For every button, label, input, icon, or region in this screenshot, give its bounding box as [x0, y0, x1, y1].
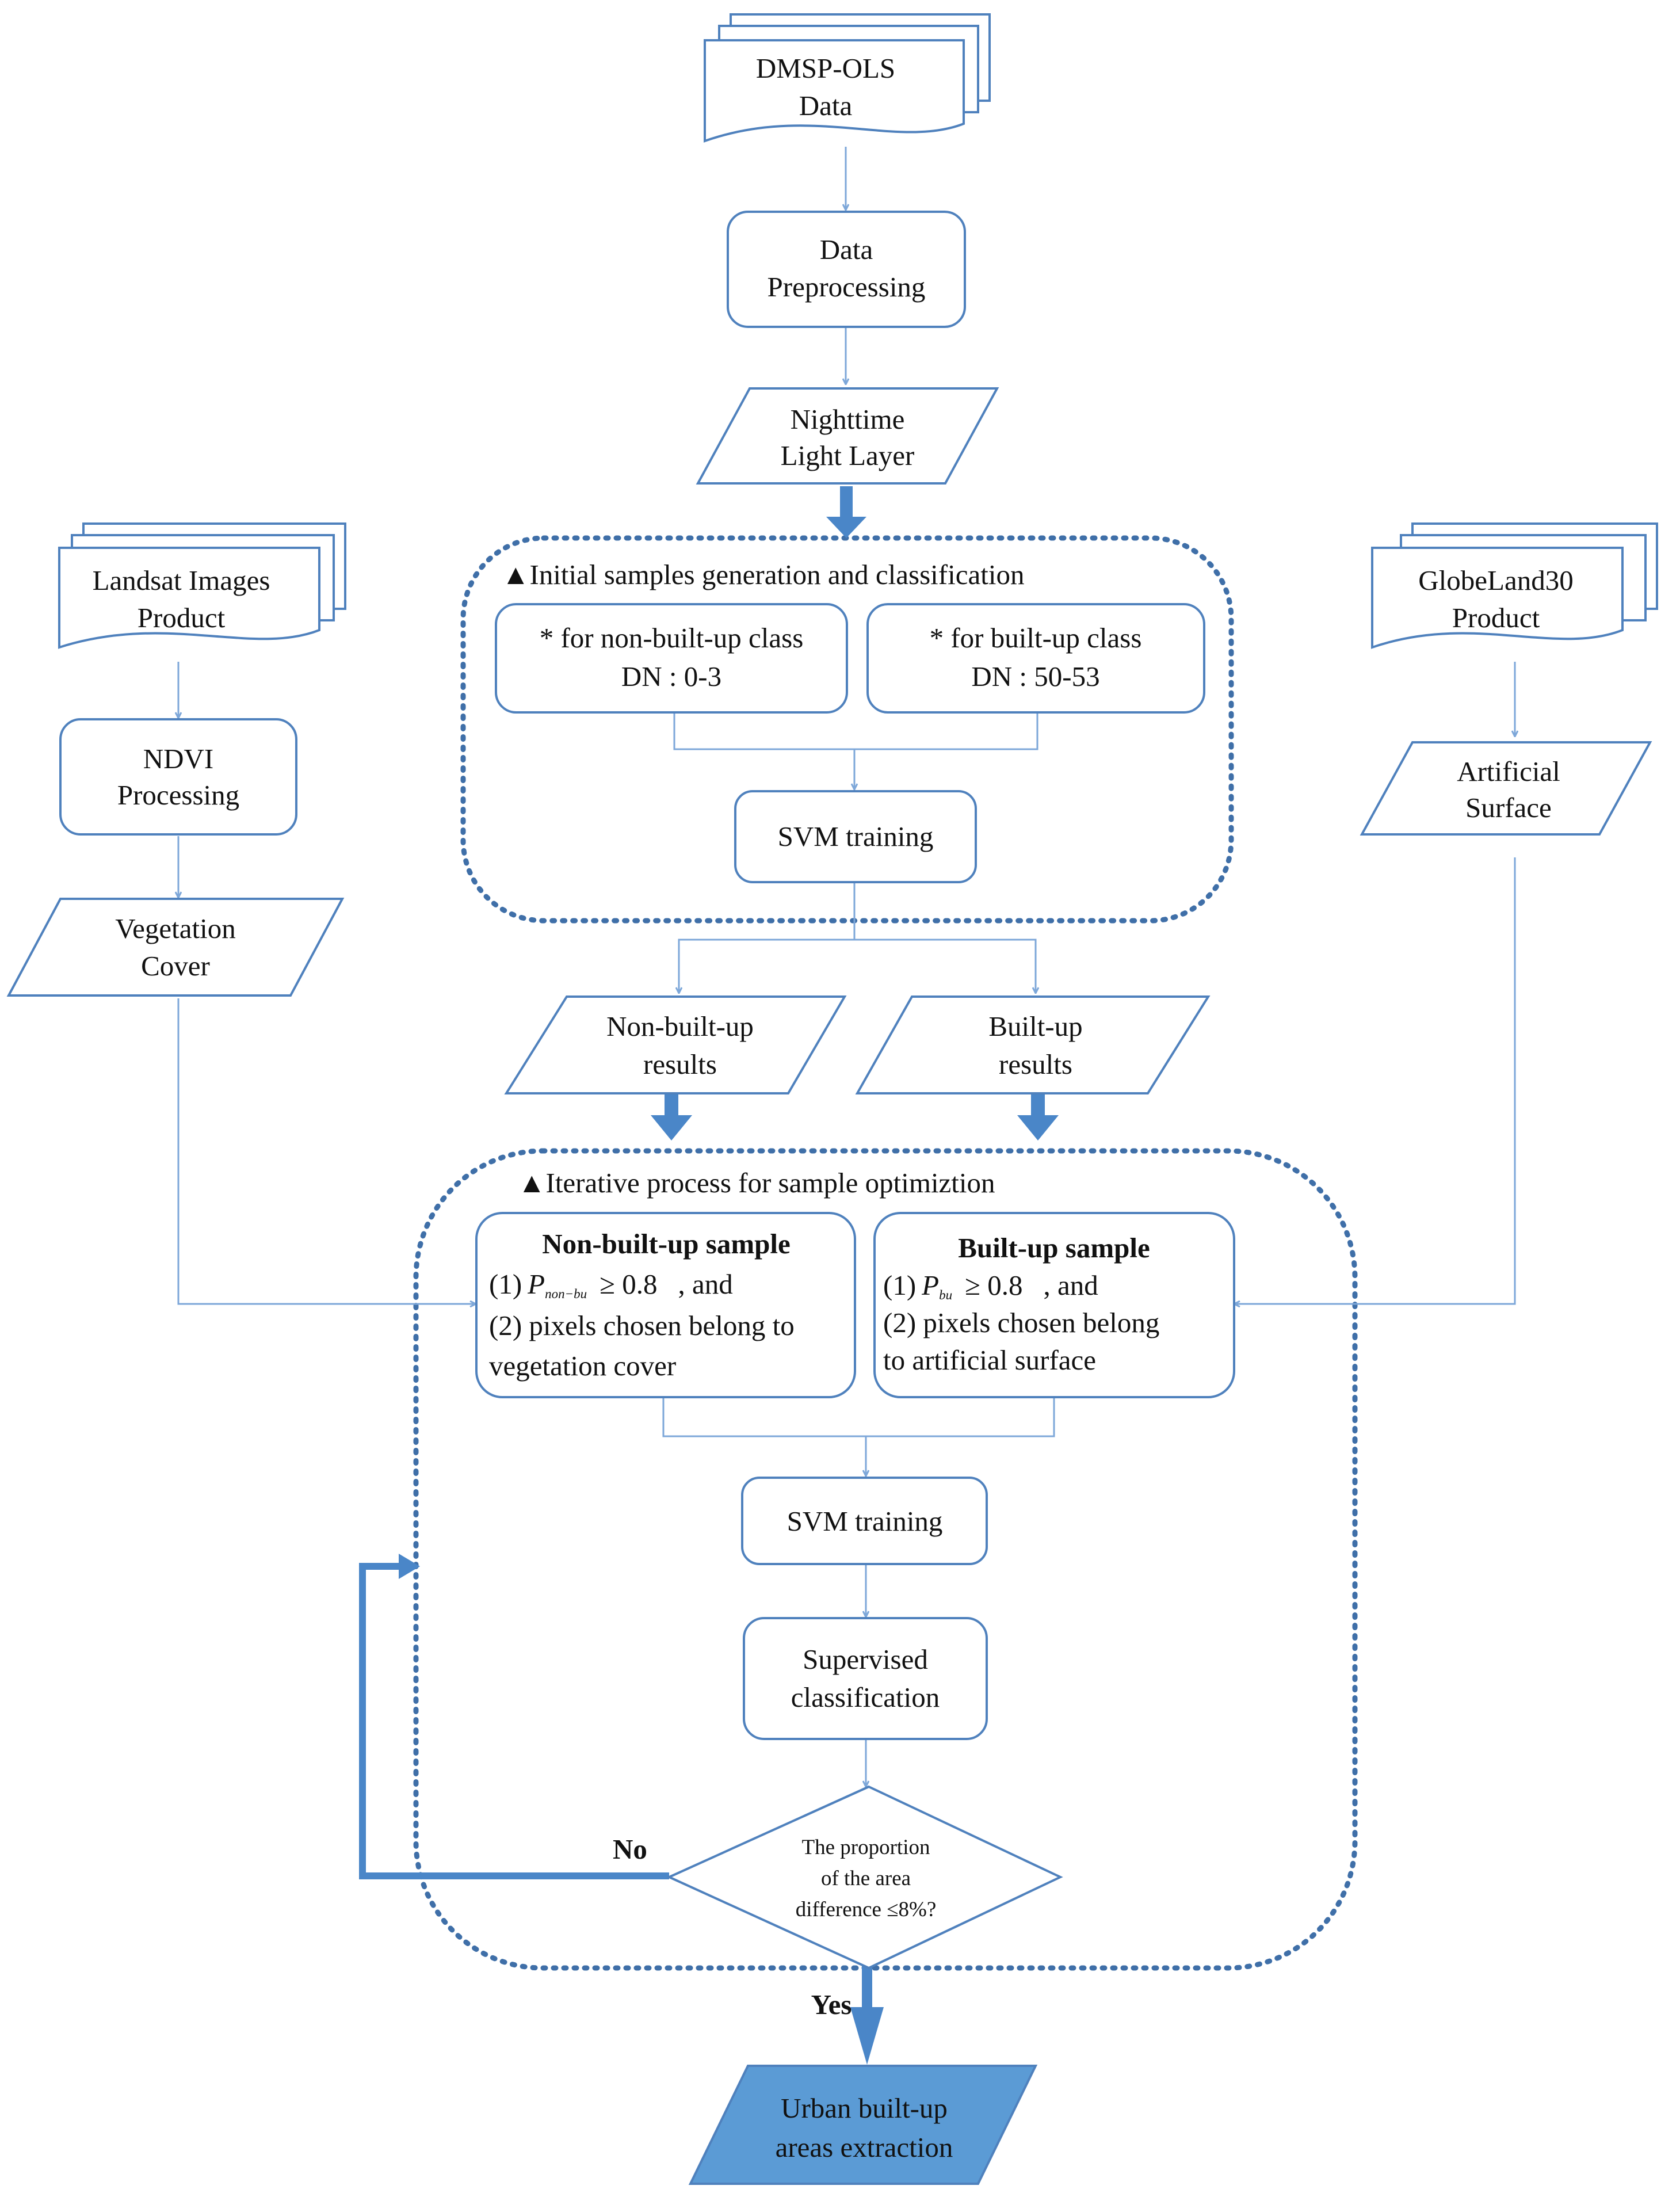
globeland-label-line2: Product: [1452, 602, 1540, 634]
node-globeland30-product: GlobeLand30 Product: [1371, 522, 1658, 649]
node-vegetation-cover: Vegetation Cover: [6, 898, 345, 997]
group-initial-samples-title: ▲Initial samples generation and classifi…: [502, 559, 1024, 590]
svm2-label: SVM training: [787, 1505, 943, 1537]
node-builtup-results: Built-up results: [855, 995, 1211, 1094]
vegetation-label-line1: Vegetation: [115, 913, 236, 944]
node-built-class-dn: * for built-up class DN : 50-53: [866, 603, 1205, 714]
node-artificial-surface: Artificial Surface: [1360, 741, 1652, 836]
ndvi-label-line1: NDVI: [143, 743, 213, 775]
builtup-results-line1: Built-up: [988, 1010, 1082, 1042]
node-urban-builtup-extraction: Urban built-up areas extraction: [688, 2065, 1038, 2185]
output-label-line1: Urban built-up: [781, 2092, 948, 2124]
node-nighttime-light-layer: Nighttime Light Layer: [696, 387, 999, 485]
group-iterative-process: [413, 1148, 1358, 1971]
built-class-line1: * for built-up class: [930, 622, 1142, 654]
artificial-label-line2: Surface: [1465, 792, 1552, 823]
nonbuilt-class-line2: DN : 0-3: [621, 661, 721, 692]
nonbuilt-sample-cond2: (2) pixels chosen belong to: [489, 1310, 795, 1341]
nonbuilt-class-line1: * for non-built-up class: [540, 622, 804, 654]
nonbuilt-sample-cond1: (1)Pnon−bu≥ 0.8, and: [489, 1268, 733, 1301]
landsat-label-line2: Product: [138, 602, 226, 634]
non-builtup-results-line2: results: [643, 1048, 717, 1080]
node-supervised-classification: Supervised classification: [743, 1617, 988, 1740]
dmsp-label-line2: Data: [799, 90, 853, 121]
yes-label: Yes: [811, 1989, 852, 2020]
preprocessing-label-line2: Preprocessing: [768, 271, 926, 303]
ndvi-label-line2: Processing: [117, 779, 239, 811]
built-class-line2: DN : 50-53: [971, 661, 1099, 692]
globeland-label-line1: GlobeLand30: [1418, 564, 1573, 596]
node-area-difference-decision: The proportion of the area difference ≤8…: [666, 1785, 1063, 1970]
artificial-label-line1: Artificial: [1457, 756, 1560, 787]
node-nonbuilt-sample: Non-built-up sample (1)Pnon−bu≥ 0.8, and…: [475, 1212, 856, 1398]
node-built-sample: Built-up sample (1)Pbu≥ 0.8, and (2) pix…: [873, 1212, 1235, 1398]
thick-arrows: [359, 486, 1059, 2065]
nightlight-label-line1: Nighttime: [791, 403, 905, 435]
landsat-label-line1: Landsat Images: [93, 564, 270, 596]
nonbuilt-sample-cond3: vegetation cover: [489, 1350, 676, 1382]
built-sample-cond3: to artificial surface: [883, 1344, 1096, 1376]
nonbuilt-sample-title: Non-built-up sample: [542, 1228, 791, 1260]
no-label: No: [613, 1833, 647, 1865]
supervised-label-line1: Supervised: [803, 1643, 928, 1675]
decision-line3: difference ≤8%?: [796, 1898, 937, 1921]
group-initial-samples: [460, 535, 1234, 924]
svm1-label: SVM training: [778, 821, 934, 852]
non-builtup-results-line1: Non-built-up: [606, 1010, 754, 1042]
supervised-label-line2: classification: [791, 1681, 940, 1713]
dmsp-label-line1: DMSP-OLS: [756, 52, 895, 84]
group-iterative-process-title: ▲Iterative process for sample optimiztio…: [518, 1167, 995, 1199]
built-sample-cond1: (1)Pbu≥ 0.8, and: [883, 1269, 1098, 1302]
decision-line1: The proportion: [802, 1836, 930, 1859]
decision-line2: of the area: [821, 1867, 911, 1890]
node-svm-training-1: SVM training: [734, 790, 977, 883]
output-label-line2: areas extraction: [776, 2131, 953, 2163]
preprocessing-label-line1: Data: [820, 234, 873, 265]
connectors: [178, 147, 1515, 1787]
node-nonbuilt-class-dn: * for non-built-up class DN : 0-3: [495, 603, 848, 714]
builtup-results-line2: results: [999, 1048, 1072, 1080]
node-data-preprocessing: Data Preprocessing: [727, 211, 966, 328]
node-ndvi-processing: NDVI Processing: [59, 718, 297, 836]
node-non-builtup-results: Non-built-up results: [504, 995, 847, 1094]
vegetation-label-line2: Cover: [141, 950, 210, 982]
built-sample-cond2: (2) pixels chosen belong: [883, 1307, 1159, 1338]
node-dmsp-ols-data: DMSP-OLS Data: [704, 13, 991, 143]
node-svm-training-2: SVM training: [741, 1477, 988, 1565]
node-landsat-images-product: Landsat Images Product: [58, 522, 346, 649]
nightlight-label-line2: Light Layer: [781, 440, 915, 471]
built-sample-title: Built-up sample: [958, 1232, 1150, 1264]
